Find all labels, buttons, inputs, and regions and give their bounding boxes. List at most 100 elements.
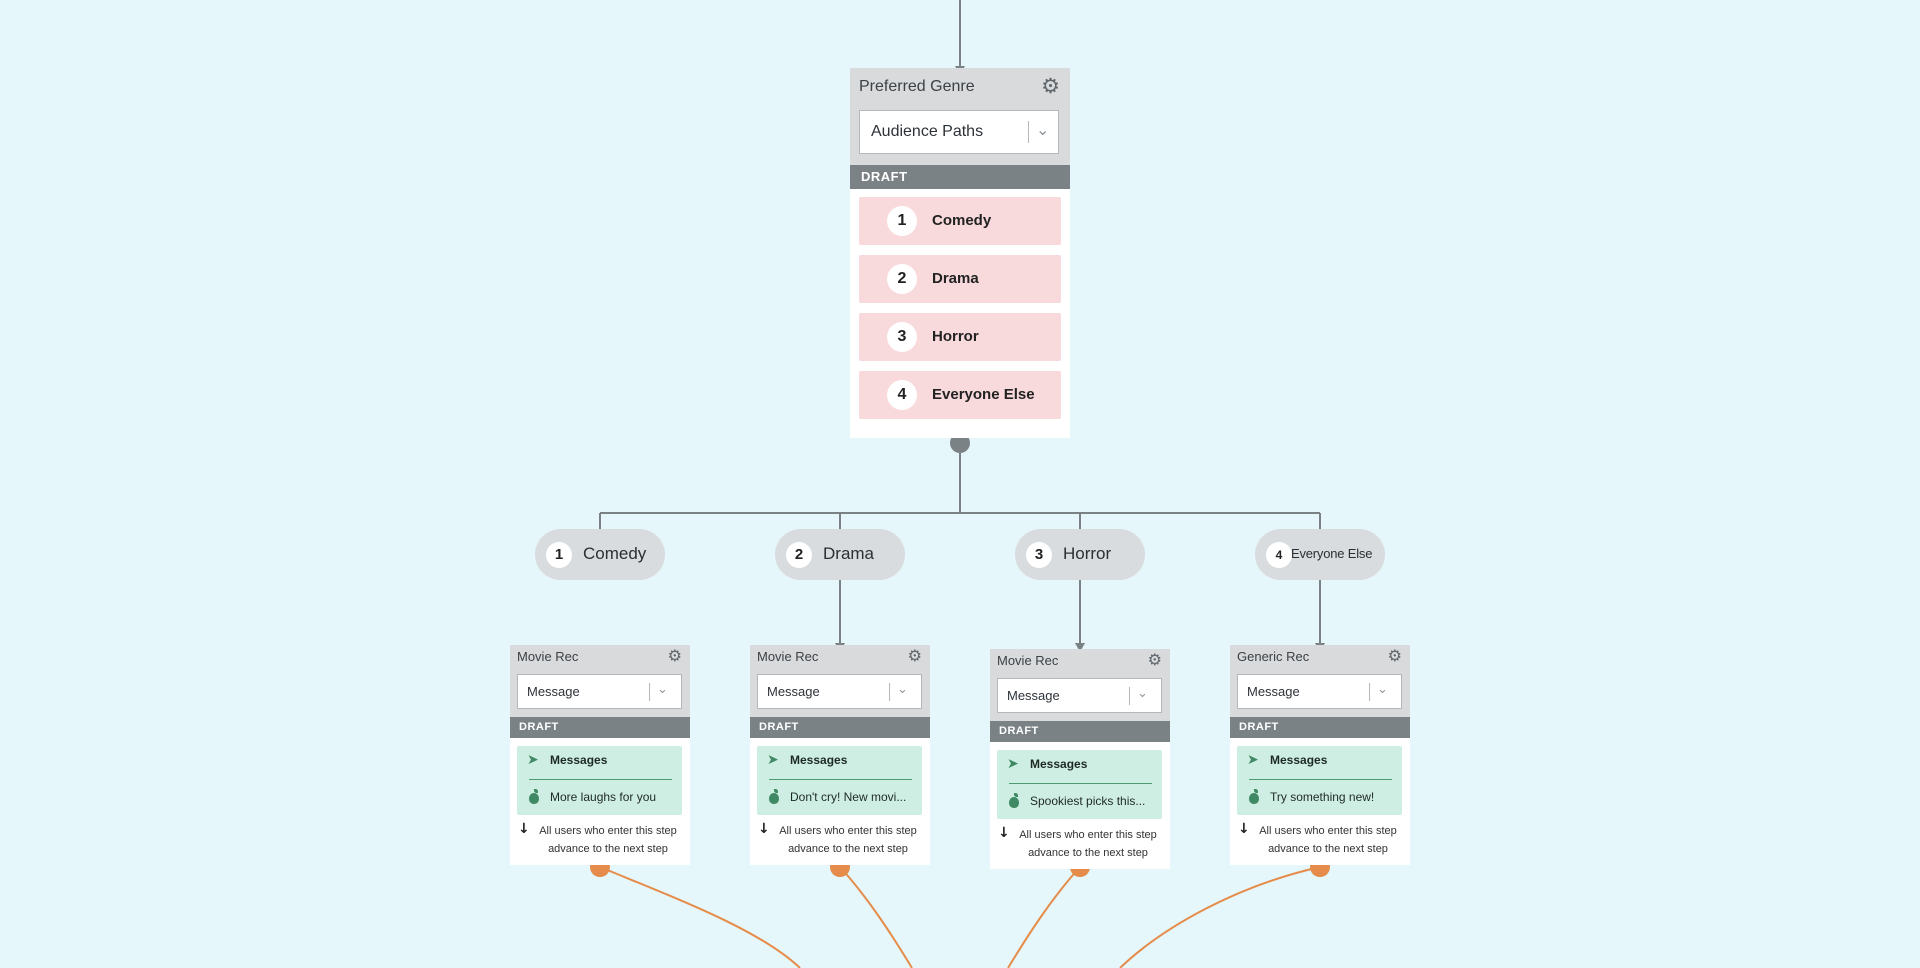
apple-icon (1249, 789, 1259, 804)
message-preview: Spookiest picks this... (1030, 794, 1146, 808)
advance-note: All users who enter this step advance to… (779, 825, 917, 855)
path-number: 3 (887, 322, 917, 352)
status-badge: DRAFT (990, 721, 1170, 742)
output-curve-3 (1007, 866, 1081, 968)
gear-icon[interactable]: ⚙ (1147, 650, 1162, 669)
messages-panel[interactable]: ➤ Messages Don't cry! New movi... (757, 746, 922, 815)
messages-panel[interactable]: ➤ Messages Spookiest picks this... (997, 750, 1162, 819)
message-step-card[interactable]: Movie Rec ⚙ Message ⌄ DRAFT ➤ Messages D… (750, 645, 930, 865)
branch-pill-horror[interactable]: 3 Horror (1015, 529, 1145, 580)
step-header: Movie Rec ⚙ Message ⌄ (510, 645, 690, 717)
step-header: Movie Rec ⚙ Message ⌄ (990, 649, 1170, 721)
messages-panel[interactable]: ➤ Messages More laughs for you (517, 746, 682, 815)
step-type-select[interactable]: Message ⌄ (1237, 674, 1402, 709)
status-badge: DRAFT (1230, 717, 1410, 738)
step-title: Movie Rec (517, 649, 579, 664)
select-divider (1028, 121, 1029, 143)
message-preview: More laughs for you (550, 790, 657, 804)
path-label: Drama (932, 270, 979, 287)
select-value: Message (1247, 684, 1300, 699)
messages-label: Messages (550, 753, 608, 767)
path-number: 2 (887, 264, 917, 294)
select-value: Audience Paths (871, 123, 984, 140)
path-number: 1 (887, 206, 917, 236)
paper-plane-icon: ➤ (1007, 756, 1019, 772)
gear-icon[interactable]: ⚙ (1041, 74, 1060, 98)
advance-note: All users who enter this step advance to… (1019, 829, 1157, 859)
gear-icon[interactable]: ⚙ (1387, 646, 1402, 665)
branch-number: 1 (546, 542, 572, 568)
paper-plane-icon: ➤ (767, 752, 779, 768)
branch-number: 3 (1026, 542, 1052, 568)
arrow-down-icon: ↓ (1238, 821, 1250, 837)
main-output-handle[interactable] (950, 433, 970, 453)
branch-pill-drama[interactable]: 2 Drama (775, 529, 905, 580)
branch-pill-comedy[interactable]: 1 Comedy (535, 529, 665, 580)
message-step-card[interactable]: Movie Rec ⚙ Message ⌄ DRAFT ➤ Messages M… (510, 645, 690, 865)
step-type-select[interactable]: Message ⌄ (757, 674, 922, 709)
arrow-down-icon: ↓ (518, 821, 530, 837)
messages-label: Messages (1270, 753, 1328, 767)
divider (1009, 783, 1152, 784)
apple-icon (769, 789, 779, 804)
messages-label: Messages (790, 753, 848, 767)
step-type-select[interactable]: Audience Paths ⌄ (859, 110, 1059, 154)
node-header: Preferred Genre ⚙ Audience Paths ⌄ (850, 68, 1070, 165)
path-label: Horror (932, 328, 979, 345)
select-divider (649, 683, 650, 701)
output-curve-2 (839, 866, 913, 968)
select-divider (1369, 683, 1370, 701)
step-type-select[interactable]: Message ⌄ (997, 678, 1162, 713)
step-title: Movie Rec (997, 653, 1059, 668)
path-label: Comedy (932, 212, 992, 229)
path-item-everyone-else[interactable]: 4 Everyone Else (859, 371, 1061, 419)
gear-icon[interactable]: ⚙ (667, 646, 682, 665)
chevron-down-icon[interactable]: ⌄ (897, 682, 908, 697)
chevron-down-icon[interactable]: ⌄ (1036, 120, 1050, 139)
branch-number: 4 (1266, 542, 1292, 568)
chevron-down-icon[interactable]: ⌄ (1137, 686, 1148, 701)
output-curve-4 (1119, 866, 1321, 968)
apple-icon (1009, 793, 1019, 808)
gear-icon[interactable]: ⚙ (907, 646, 922, 665)
step-header: Generic Rec ⚙ Message ⌄ (1230, 645, 1410, 717)
select-divider (1129, 687, 1130, 705)
branch-pill-everyone-else[interactable]: 4 Everyone Else (1255, 529, 1385, 580)
path-label: Everyone Else (932, 386, 1035, 403)
branch-label: Drama (823, 544, 875, 563)
branch-arrowhead-3 (1075, 643, 1085, 652)
select-value: Message (1007, 688, 1060, 703)
status-badge: DRAFT (750, 717, 930, 738)
audience-paths-node[interactable]: Preferred Genre ⚙ Audience Paths ⌄ DRAFT… (850, 68, 1070, 438)
message-step-card[interactable]: Generic Rec ⚙ Message ⌄ DRAFT ➤ Messages… (1230, 645, 1410, 865)
branch-number: 2 (786, 542, 812, 568)
select-divider (889, 683, 890, 701)
messages-label: Messages (1030, 757, 1088, 771)
messages-panel[interactable]: ➤ Messages Try something new! (1237, 746, 1402, 815)
chevron-down-icon[interactable]: ⌄ (657, 682, 668, 697)
output-curve-1 (599, 866, 801, 968)
path-item-comedy[interactable]: 1 Comedy (859, 197, 1061, 245)
message-step-card[interactable]: Movie Rec ⚙ Message ⌄ DRAFT ➤ Messages S… (990, 649, 1170, 869)
path-number: 4 (887, 380, 917, 410)
branch-label: Comedy (583, 544, 647, 563)
chevron-down-icon[interactable]: ⌄ (1377, 682, 1388, 697)
apple-icon (529, 789, 539, 804)
message-preview: Try something new! (1270, 790, 1375, 804)
divider (769, 779, 912, 780)
divider (529, 779, 672, 780)
status-badge: DRAFT (850, 165, 1070, 189)
select-value: Message (527, 684, 580, 699)
paper-plane-icon: ➤ (527, 752, 539, 768)
step-header: Movie Rec ⚙ Message ⌄ (750, 645, 930, 717)
arrow-down-icon: ↓ (758, 821, 770, 837)
node-title: Preferred Genre (859, 78, 975, 95)
message-preview: Don't cry! New movi... (790, 790, 907, 804)
path-item-drama[interactable]: 2 Drama (859, 255, 1061, 303)
advance-note: All users who enter this step advance to… (1259, 825, 1397, 855)
step-title: Movie Rec (757, 649, 819, 664)
step-type-select[interactable]: Message ⌄ (517, 674, 682, 709)
step-title: Generic Rec (1237, 649, 1310, 664)
branch-label: Horror (1063, 544, 1112, 563)
path-item-horror[interactable]: 3 Horror (859, 313, 1061, 361)
